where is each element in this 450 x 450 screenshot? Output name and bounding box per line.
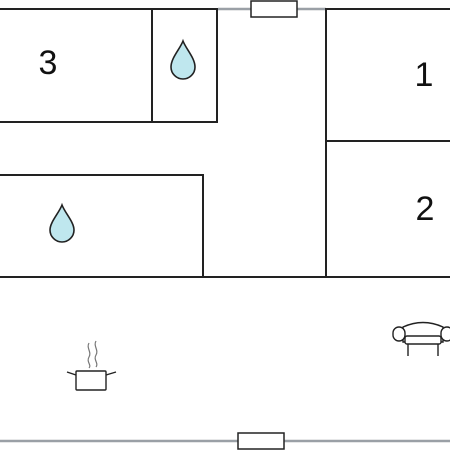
bathroom-small <box>151 8 218 123</box>
bathroom-large <box>0 174 204 278</box>
water-drop-icon <box>170 38 196 80</box>
sofa-icon <box>392 321 450 356</box>
top-window <box>250 0 298 18</box>
room-2 <box>325 140 450 278</box>
room-3 <box>0 8 153 123</box>
bottom-window <box>237 432 285 450</box>
room-3-label: 3 <box>39 44 58 82</box>
water-drop-icon <box>49 202 75 243</box>
room-1-label: 1 <box>415 56 434 94</box>
cooking-pot-icon <box>66 340 117 391</box>
room-2-label: 2 <box>416 190 435 228</box>
